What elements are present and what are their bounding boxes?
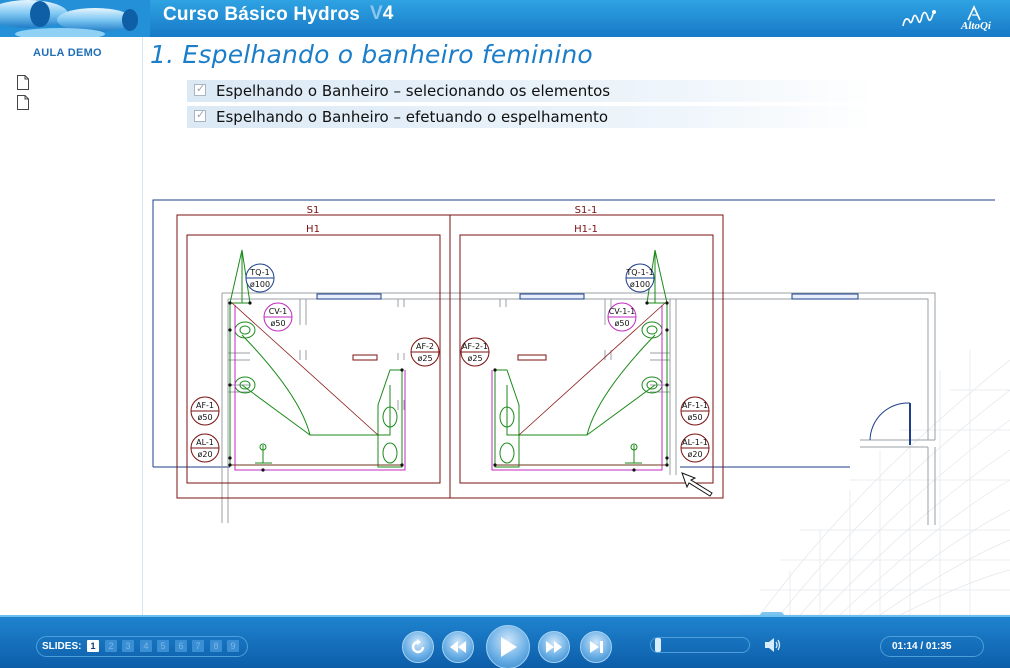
altoqi-logo-text: AltoQi	[961, 20, 991, 32]
speaker-icon[interactable]	[764, 637, 782, 653]
slide-number[interactable]: 3	[122, 640, 134, 652]
topic-item-1[interactable]: Espelhando o Banheiro – selecionando os …	[187, 80, 877, 102]
topic-label: Espelhando o Banheiro – selecionando os …	[216, 82, 611, 100]
slides-label: SLIDES:	[42, 641, 82, 652]
pipe-tag-diameter: ø25	[467, 354, 482, 363]
header-bar: Curso Básico Hydros V4 AltoQi	[0, 0, 1010, 37]
pipe-tag: CV-1	[269, 307, 288, 316]
pipe-tag-diameter: ø20	[197, 450, 212, 459]
progress-slider-thumb[interactable]	[655, 638, 661, 652]
slide-number[interactable]: 1	[87, 640, 99, 652]
pipe-tag-diameter: ø100	[250, 280, 270, 289]
room-label: S1	[307, 205, 320, 216]
app-title: Curso Básico Hydros	[163, 4, 361, 25]
version-number: 4	[382, 3, 394, 24]
progress-slider[interactable]	[650, 637, 750, 653]
pipe-tag-diameter: ø50	[270, 319, 285, 328]
pipe-tag-diameter: ø20	[687, 450, 702, 459]
sidebar-title: AULA DEMO	[33, 47, 102, 59]
pipe-tag: CV-1-1	[609, 307, 636, 316]
zone-label: H1	[306, 224, 320, 235]
pipe-tag: AF-1-1	[682, 401, 708, 410]
skip-end-icon	[590, 641, 603, 653]
topic-label: Espelhando o Banheiro – efetuando o espe…	[216, 108, 609, 126]
pipes-decoration	[0, 0, 150, 37]
slide-title: 1. Espelhando o banheiro feminino	[150, 40, 593, 69]
replay-button[interactable]	[402, 631, 434, 663]
slide-number[interactable]: 7	[192, 640, 204, 652]
play-button[interactable]	[486, 625, 530, 668]
mouse-cursor-icon	[681, 472, 713, 497]
document-icon[interactable]	[17, 95, 29, 110]
pipe-tag: AF-1	[196, 401, 214, 410]
pipe-tag: AF-2	[416, 342, 434, 351]
version-letter: V	[370, 3, 383, 24]
control-bar: SLIDES: 1 2 3 4 5 6 7 8 9 01:14 /	[0, 615, 1010, 668]
document-icon[interactable]	[17, 75, 29, 90]
slide-number[interactable]: 8	[210, 640, 222, 652]
topic-checkbox[interactable]	[194, 108, 206, 122]
pipe-tag: AF-2-1	[462, 342, 488, 351]
sidebar: AULA DEMO	[0, 37, 143, 615]
floor-plan-drawing[interactable]: S1 S1-1 H1 H1-1	[150, 195, 1000, 525]
rewind-icon	[450, 641, 466, 653]
wireframe-decoration	[740, 350, 1010, 615]
pipe-tag-diameter: ø100	[630, 280, 650, 289]
pipe-tag-diameter: ø50	[197, 413, 212, 422]
zone-label: H1-1	[574, 224, 598, 235]
mm-logo	[902, 10, 936, 27]
pipe-tag-diameter: ø50	[614, 319, 629, 328]
play-icon	[501, 637, 517, 657]
fast-forward-icon	[546, 641, 562, 653]
pipe-tag-diameter: ø50	[687, 413, 702, 422]
slide-number[interactable]: 5	[157, 640, 169, 652]
app-version: V4	[370, 3, 393, 25]
pipe-tag: TQ-1	[249, 268, 269, 277]
pipe-tag-diameter: ø25	[417, 354, 432, 363]
pipe-tag: TQ-1-1	[625, 268, 653, 277]
rewind-button[interactable]	[442, 631, 474, 663]
fast-forward-button[interactable]	[538, 631, 570, 663]
replay-icon	[411, 639, 425, 654]
slide-number[interactable]: 4	[140, 640, 152, 652]
pipe-tag: AL-1-1	[682, 438, 708, 447]
time-display	[880, 636, 984, 657]
slide-number[interactable]: 2	[105, 640, 117, 652]
topic-item-2[interactable]: Espelhando o Banheiro – efetuando o espe…	[187, 106, 877, 128]
pipe-tag: AL-1	[196, 438, 214, 447]
topic-checkbox[interactable]	[194, 82, 206, 96]
time-text: 01:14 / 01:35	[892, 641, 952, 652]
room-label: S1-1	[575, 205, 598, 216]
slide-number[interactable]: 9	[227, 640, 239, 652]
slide-number[interactable]: 6	[175, 640, 187, 652]
altoqi-logo	[967, 5, 981, 21]
slides-navigator	[36, 636, 248, 657]
skip-end-button[interactable]	[580, 631, 612, 663]
